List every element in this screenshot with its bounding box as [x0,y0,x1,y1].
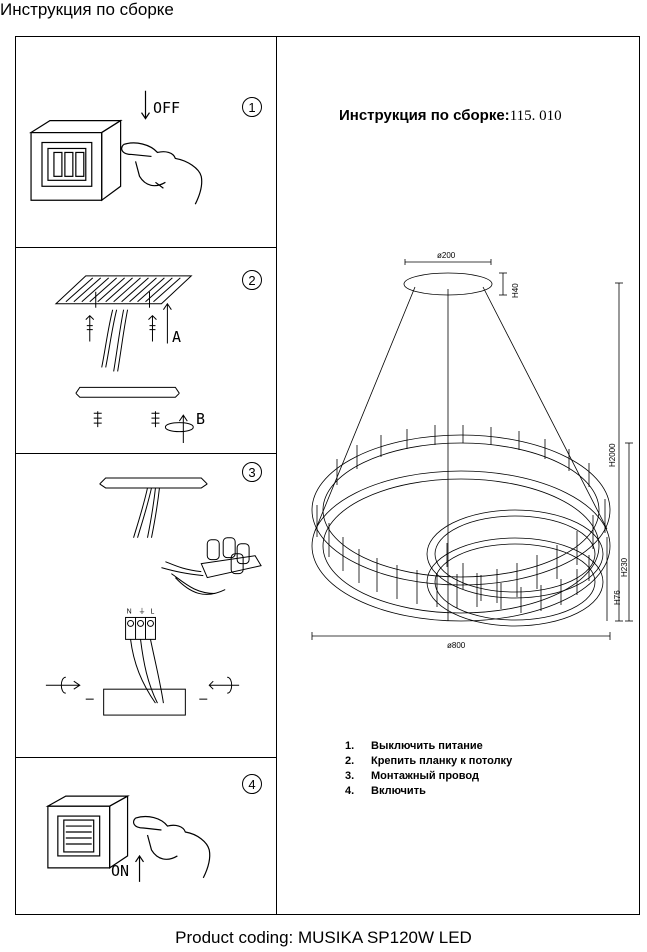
instruction-item: 4.Включить [345,785,426,797]
switch-on-illustration [45,795,211,882]
terminal-n-mark: N [127,608,132,615]
diagram-title-text: Инструкция по сборке: [339,107,510,124]
chandelier-drawing: ø200 H40 H2000 H230 H76 ø800 [311,251,633,650]
mount-bracket-illustration [54,275,194,444]
steps-column: OFF 1 [16,37,277,914]
instruction-list: 1.Выключить питание 2.Крепить планку к п… [345,739,512,799]
step-1-number: 1 [242,97,262,117]
product-code: 115. 010 [509,108,562,124]
dim-ring-height: H230 [620,557,629,577]
instruction-item: 3.Монтажный провод [345,770,479,782]
diagram-column: Инструкция по сборке:115. 010 [277,37,639,914]
dim-canopy-height: H40 [511,283,520,298]
step-3-number: 3 [242,462,262,482]
terminal-ground-mark: ⏚ [139,607,146,615]
step-3-panel: N ⏚ L 3 [16,454,276,758]
dim-canopy-diameter: ø200 [437,251,456,260]
dim-ring-diameter: ø800 [447,641,466,650]
switch-off-illustration [28,90,203,205]
page-title: Инструкция по сборке [0,0,174,19]
step-2-number: 2 [242,270,262,290]
dim-total-height: H2000 [608,443,617,467]
instruction-item: 1.Выключить питание [345,740,483,752]
instruction-sheet: OFF 1 [15,36,640,915]
off-label: OFF [153,99,181,117]
step-4-number: 4 [242,774,262,794]
on-label: ON [111,862,130,880]
diagram-title: Инструкция по сборке:115. 010 [339,107,562,125]
step-4-panel: ON 4 [16,758,276,916]
arrow-b-label: B [196,410,206,428]
wiring-illustration: N ⏚ L [45,477,262,716]
step-1-panel: OFF 1 [16,37,276,248]
terminal-l-mark: L [150,608,154,615]
step-2-panel: A B 2 [16,248,276,454]
instruction-item: 2.Крепить планку к потолку [345,755,513,767]
dim-ring-band: H76 [613,590,622,605]
product-coding-footer: Product coding: MUSIKA SP120W LED [175,928,472,947]
arrow-a-label: A [172,328,182,346]
